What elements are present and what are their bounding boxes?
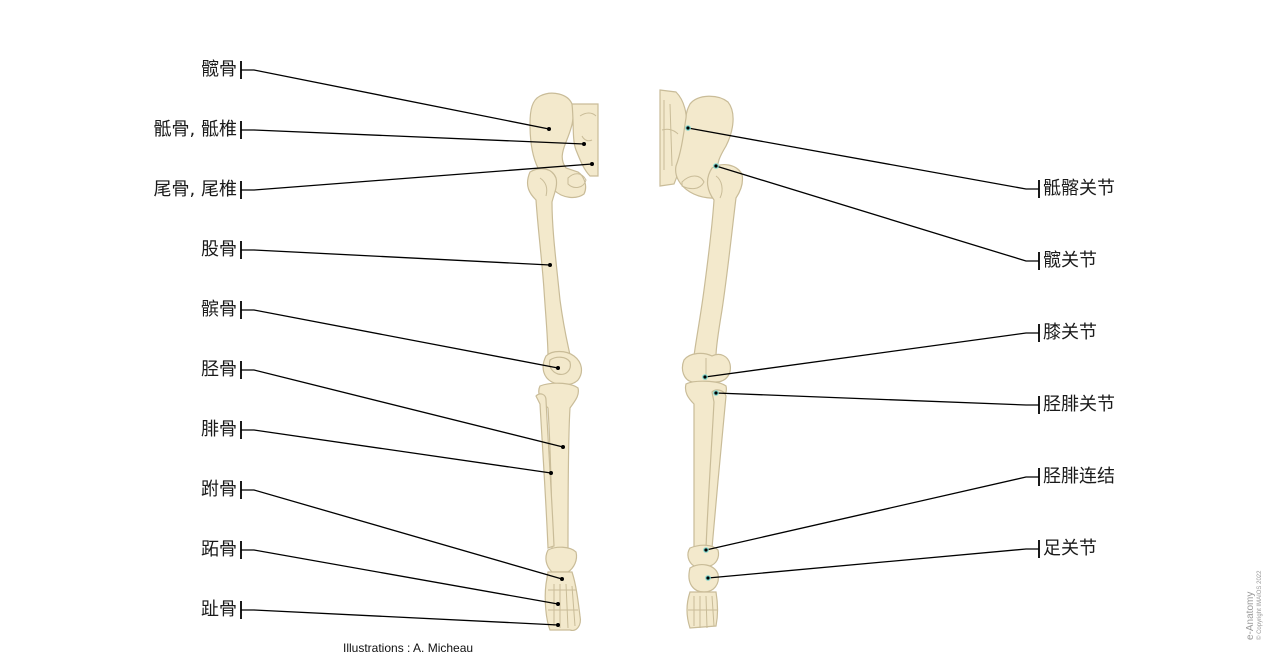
right-leader-lines [685, 125, 1040, 581]
label-fibula: 腓骨 [201, 419, 237, 440]
left-leg-illustration [526, 92, 599, 631]
label-coccyx: 尾骨, 尾椎 [153, 179, 237, 200]
label-phalanges: 趾骨 [201, 599, 237, 620]
brand-name: e-Anatomy [1245, 591, 1256, 640]
label-patella: 髌骨 [201, 299, 237, 320]
label-knee-joint: 膝关节 [1043, 322, 1097, 343]
label-tibia: 胫骨 [201, 359, 237, 380]
label-sacrum: 骶骨, 骶椎 [153, 119, 237, 140]
label-metatarsals: 跖骨 [201, 539, 237, 560]
left-leader-lines [240, 61, 594, 627]
illustration-credit: Illustrations : A. Micheau [343, 641, 474, 655]
right-leg-illustration [659, 89, 744, 629]
copyright-text: © Copyright IMAIOS 2022 [1257, 570, 1263, 640]
label-tibiofibular-syndesmosis: 胫腓连结 [1043, 466, 1115, 487]
label-hip-bone: 髋骨 [201, 59, 237, 80]
label-tarsals: 跗骨 [201, 479, 237, 500]
label-femur: 股骨 [201, 239, 237, 260]
brand-watermark: e-Anatomy © Copyright IMAIOS 2022 [1245, 570, 1264, 640]
label-sacroiliac-joint: 骶髂关节 [1043, 178, 1115, 199]
label-tibiofibular-joint: 胫腓关节 [1043, 394, 1115, 415]
label-foot-joints: 足关节 [1043, 538, 1097, 559]
label-hip-joint: 髋关节 [1043, 250, 1097, 271]
